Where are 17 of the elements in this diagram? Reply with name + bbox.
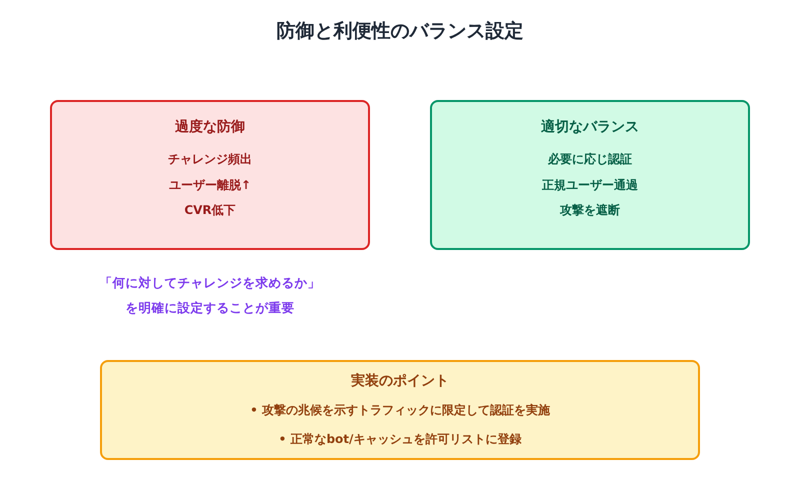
diagram-title: 防御と利便性のバランス設定 — [276, 19, 524, 44]
card-item: チャレンジ頻出 — [167, 151, 253, 168]
card-item: CVR低下 — [183, 202, 237, 219]
note-text: 「何に対してチャレンジを求めるか」 — [98, 275, 322, 292]
card-item: ユーザー離脱↑ — [168, 177, 252, 194]
card-item: • 正常なbot/キャッシュを許可リストに登録 — [278, 431, 522, 448]
info-card — [430, 100, 750, 250]
card-item: • 攻撃の兆候を示すトラフィックに限定して認証を実施 — [249, 402, 551, 419]
card-item: 正規ユーザー通過 — [541, 177, 639, 194]
card-item: 攻撃を遮断 — [558, 202, 621, 219]
info-card — [50, 100, 370, 250]
info-card — [100, 360, 700, 460]
card-heading: 過度な防御 — [174, 118, 246, 136]
card-heading: 適切なバランス — [540, 118, 640, 136]
note-text: を明確に設定することが重要 — [124, 300, 296, 317]
card-item: 必要に応じ認証 — [546, 151, 633, 168]
card-heading: 実装のポイント — [350, 372, 450, 390]
